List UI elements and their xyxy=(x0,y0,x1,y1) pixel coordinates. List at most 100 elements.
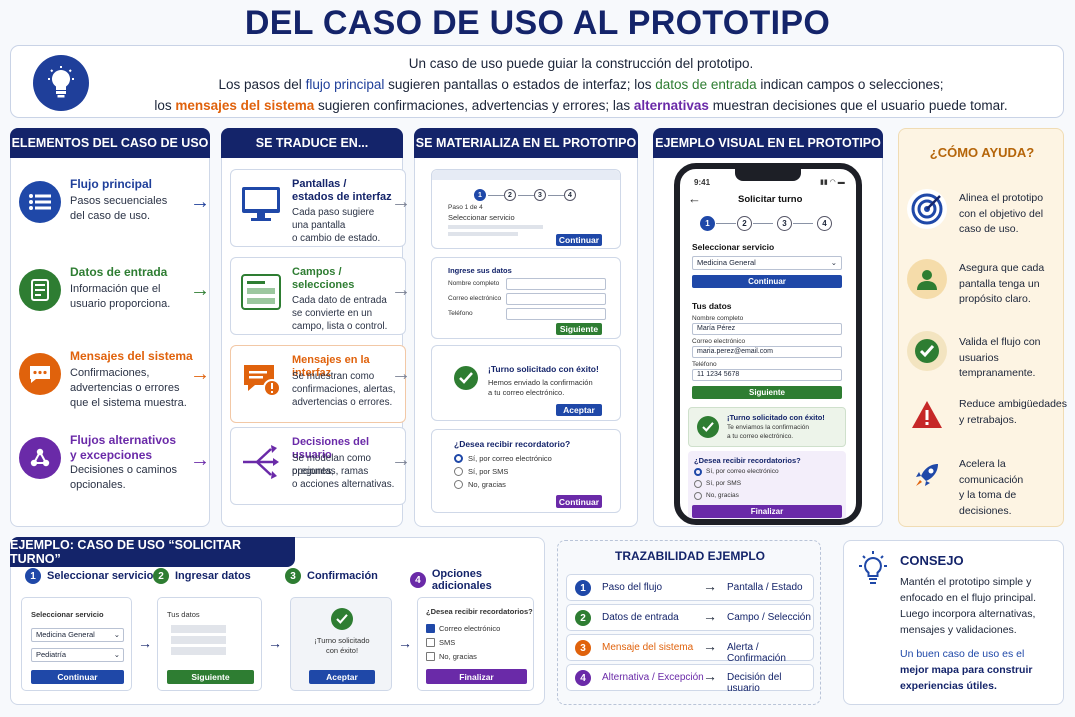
radio-sms[interactable] xyxy=(454,467,463,476)
element-input-data: Datos de entrada Información que el usua… xyxy=(19,261,214,335)
arrow-icon: → xyxy=(391,191,411,213)
example-panel: EJEMPLO: CASO DE USO “SOLICITAR TURNO” 1… xyxy=(10,537,545,705)
check-icon xyxy=(697,416,719,438)
example-card-options: ¿Desea recibir recordatorios? Correo ele… xyxy=(417,597,534,691)
target-icon xyxy=(907,189,947,229)
proto-card-service: 1 2 3 4 Paso 1 de 4 Seleccionar servicio… xyxy=(431,169,621,249)
next-button[interactable]: Siguiente xyxy=(556,323,602,335)
radio-no[interactable] xyxy=(694,492,702,500)
arrow-icon: → xyxy=(398,635,412,651)
arrow-icon: → xyxy=(391,449,411,471)
continue-button[interactable]: Continuar xyxy=(692,275,842,288)
service-select[interactable]: Medicina General⌄ xyxy=(692,256,842,270)
arrow-icon: → xyxy=(190,363,210,385)
arrow-icon: → xyxy=(190,449,210,471)
checkbox-no[interactable] xyxy=(426,652,435,661)
list-icon xyxy=(19,181,61,223)
name-field[interactable] xyxy=(506,278,606,290)
trace-row: 1 Paso del flujo→Pantalla / Estado xyxy=(566,574,814,601)
continue-button[interactable]: Continuar xyxy=(31,670,124,684)
status-icons: ▮▮ ◠ ▬ xyxy=(820,179,845,186)
check-circle-icon xyxy=(907,331,947,371)
example-card-service: Seleccionar servicio Medicina General⌄ P… xyxy=(21,597,132,691)
arrow-icon: → xyxy=(391,279,411,301)
name-input[interactable]: María Pérez xyxy=(692,323,842,335)
lightbulb-icon xyxy=(856,551,890,592)
reminder-panel: ¿Desea recibir recordatorios? Sí, por co… xyxy=(688,451,846,519)
continue-button[interactable]: Continuar xyxy=(556,234,602,246)
example-card-confirm: ¡Turno solicitado con éxito! Aceptar xyxy=(290,597,392,691)
radio-email[interactable] xyxy=(454,454,463,463)
radio-no[interactable] xyxy=(454,480,463,489)
form-fields-icon xyxy=(241,272,281,312)
next-button[interactable]: Siguiente xyxy=(167,670,254,684)
trace-row: 3 Mensaje del sistema→Alerta / Confirmac… xyxy=(566,634,814,664)
finish-button[interactable]: Finalizar xyxy=(692,505,842,518)
phone-input[interactable]: 11 1234 5678 xyxy=(692,369,842,381)
user-icon xyxy=(907,259,947,299)
element-main-flow: Flujo principal Pasos secuenciales del c… xyxy=(19,173,214,247)
finish-button[interactable]: Finalizar xyxy=(426,669,527,684)
arrow-icon: → xyxy=(138,635,152,651)
check-icon xyxy=(454,366,478,390)
phone-frame: 9:41 ▮▮ ◠ ▬ ← Solicitar turno 1 2 3 4 Se… xyxy=(674,163,862,525)
trace-row: 4 Alternativa / Excepción→Decisión del u… xyxy=(566,664,814,694)
example-header: EJEMPLO: CASO DE USO “SOLICITAR TURNO” xyxy=(10,537,295,567)
arrow-icon: → xyxy=(703,668,717,684)
proto-card-data: Ingrese sus datos Nombre completo Correo… xyxy=(431,257,621,339)
materializes-panel: SE MATERIALIZA EN EL PROTOTIPO 1 2 3 4 P… xyxy=(414,128,638,527)
alert-message-icon xyxy=(241,360,281,400)
proto-card-reminder: ¿Desea recibir recordatorio? Sí, por cor… xyxy=(431,429,621,513)
next-button[interactable]: Siguiente xyxy=(692,386,842,399)
proto-card-success: ¡Turno solicitado con éxito! Hemos envia… xyxy=(431,345,621,421)
phone-panel: EJEMPLO VISUAL EN EL PROTOTIPO 9:41 ▮▮ ◠… xyxy=(653,128,883,527)
specialty-dropdown[interactable]: Pediatría⌄ xyxy=(31,648,124,662)
radio-email[interactable] xyxy=(694,468,702,476)
branch-icon xyxy=(19,437,61,479)
intro-box: Un caso de uso puede guiar la construcci… xyxy=(10,45,1064,118)
checkbox-email[interactable] xyxy=(426,624,435,633)
phone-field[interactable] xyxy=(506,308,606,320)
translate-decisions: Decisiones del usuario Se modelan como o… xyxy=(230,427,406,505)
success-banner: ¡Turno solicitado con éxito! Te enviamos… xyxy=(688,407,846,447)
translates-header: SE TRADUCE EN... xyxy=(221,128,403,158)
back-arrow-icon[interactable]: ← xyxy=(688,191,701,206)
element-alternative-flows: Flujos alternativos y excepciones Decisi… xyxy=(19,429,214,503)
email-input[interactable]: maria.perez@email.com xyxy=(692,346,842,358)
monitor-icon xyxy=(241,184,281,224)
arrow-icon: → xyxy=(391,363,411,385)
chat-icon xyxy=(19,353,61,395)
service-dropdown[interactable]: Medicina General⌄ xyxy=(31,628,124,642)
accept-button[interactable]: Aceptar xyxy=(556,404,602,416)
translate-screens: Pantallas / estados de interfaz Cada pas… xyxy=(230,169,406,247)
accept-button[interactable]: Aceptar xyxy=(309,670,375,684)
continue-button[interactable]: Continuar xyxy=(556,495,602,508)
lightbulb-icon xyxy=(33,55,89,111)
check-icon xyxy=(331,608,353,630)
arrow-icon: → xyxy=(703,578,717,594)
rocket-icon xyxy=(907,455,947,495)
elements-header: ELEMENTOS DEL CASO DE USO xyxy=(10,128,210,158)
arrow-icon: → xyxy=(190,191,210,213)
materializes-header: SE MATERIALIZA EN EL PROTOTIPO xyxy=(414,128,638,158)
email-field[interactable] xyxy=(506,293,606,305)
arrow-icon: → xyxy=(268,635,282,651)
checkbox-sms[interactable] xyxy=(426,638,435,647)
radio-sms[interactable] xyxy=(694,480,702,488)
arrow-icon: → xyxy=(190,279,210,301)
arrow-icon: → xyxy=(703,638,717,654)
element-system-messages: Mensajes del sistema Confirmaciones, adv… xyxy=(19,345,214,419)
translate-messages: Mensajes en la interfaz Se muestran como… xyxy=(230,345,406,423)
decision-branch-icon xyxy=(241,442,281,482)
arrow-icon: → xyxy=(703,608,717,624)
